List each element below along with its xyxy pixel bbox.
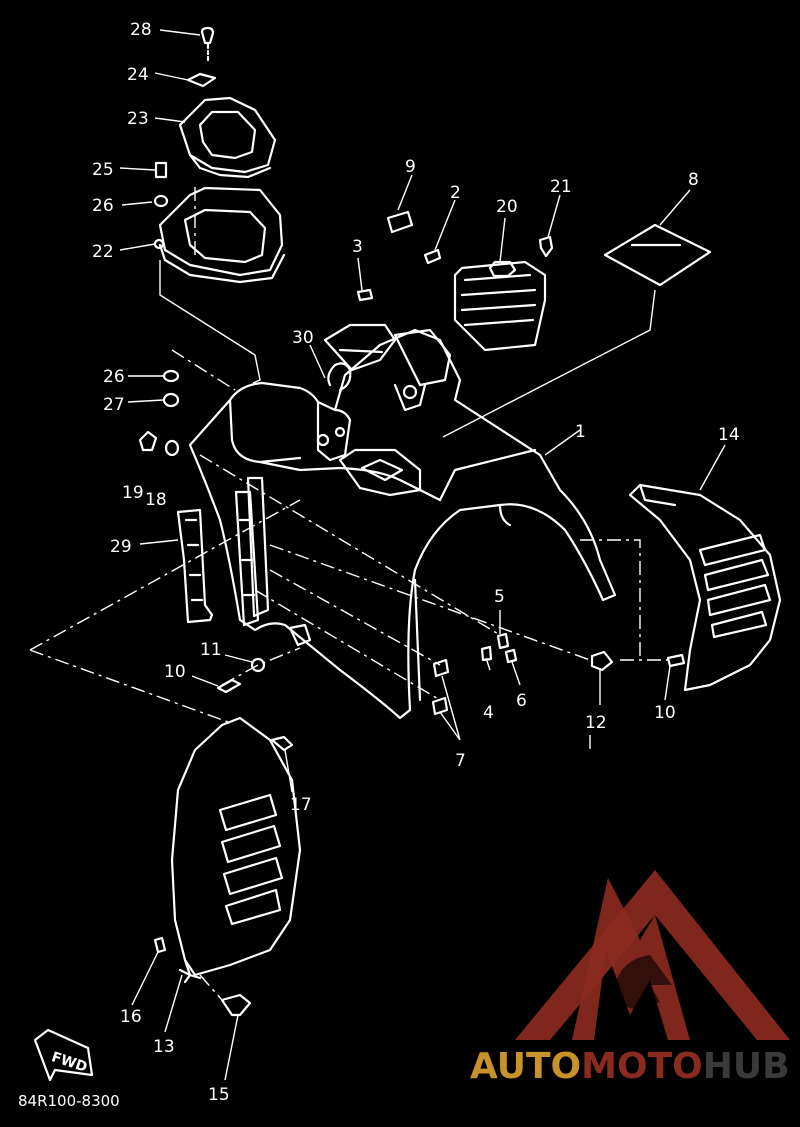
callout-3: 3 bbox=[352, 237, 363, 257]
callout-26b: 26 bbox=[103, 367, 125, 387]
rear-fender-part bbox=[188, 323, 617, 720]
watermark-hub: HUB bbox=[703, 1046, 790, 1087]
forward-arrow bbox=[33, 1028, 94, 1082]
fasteners bbox=[153, 632, 686, 1017]
callout-15: 15 bbox=[208, 1085, 230, 1105]
callout-30: 30 bbox=[292, 328, 314, 348]
callout-4: 4 bbox=[483, 703, 494, 723]
drawing-code: 84R100-8300 bbox=[18, 1092, 120, 1110]
callout-26: 26 bbox=[92, 196, 114, 216]
callout-17: 17 bbox=[290, 795, 312, 815]
phantom-lines bbox=[29, 185, 668, 1001]
callout-11: 11 bbox=[200, 640, 222, 660]
callout-7: 7 bbox=[455, 751, 466, 771]
svg-text:AUTOMOTOHUB: AUTOMOTOHUB bbox=[470, 1046, 790, 1087]
logo-m-icon bbox=[572, 878, 690, 1040]
callout-2: 2 bbox=[450, 183, 461, 203]
callout-10: 10 bbox=[164, 662, 186, 682]
left-side-cover bbox=[170, 716, 302, 980]
watermark-logo: AUTOMOTOHUB bbox=[470, 870, 790, 1087]
callout-29: 29 bbox=[110, 537, 132, 557]
callout-21: 21 bbox=[550, 177, 572, 197]
callout-24: 24 bbox=[127, 65, 149, 85]
callout-28: 28 bbox=[130, 20, 152, 40]
callout-6: 6 bbox=[516, 691, 527, 711]
callout-23: 23 bbox=[127, 109, 149, 129]
callout-labels: 28 24 23 25 26 22 9 2 20 21 8 3 30 26 27… bbox=[92, 20, 740, 1105]
callout-19: 19 bbox=[122, 483, 144, 503]
callout-8: 8 bbox=[688, 170, 699, 190]
callout-18: 18 bbox=[145, 490, 167, 510]
callout-25: 25 bbox=[92, 160, 114, 180]
misc-small-parts bbox=[138, 210, 712, 457]
leader-lines bbox=[119, 29, 726, 1081]
watermark-moto: MOTO bbox=[581, 1046, 703, 1087]
callout-27: 27 bbox=[103, 395, 125, 415]
callout-10b: 10 bbox=[654, 703, 676, 723]
callout-1: 1 bbox=[575, 422, 586, 442]
tank-cover-parts bbox=[153, 26, 286, 284]
callout-22: 22 bbox=[92, 242, 114, 262]
callout-16: 16 bbox=[120, 1007, 142, 1027]
callout-13: 13 bbox=[153, 1037, 175, 1057]
callout-14: 14 bbox=[718, 425, 740, 445]
callout-5: 5 bbox=[494, 587, 505, 607]
right-side-cover bbox=[628, 483, 782, 692]
bracket-29 bbox=[176, 508, 214, 624]
callout-12: 12 bbox=[585, 713, 607, 733]
callout-20: 20 bbox=[496, 197, 518, 217]
watermark-auto: AUTO bbox=[470, 1046, 581, 1087]
callout-9: 9 bbox=[405, 157, 416, 177]
logo-g-icon bbox=[612, 955, 672, 1010]
